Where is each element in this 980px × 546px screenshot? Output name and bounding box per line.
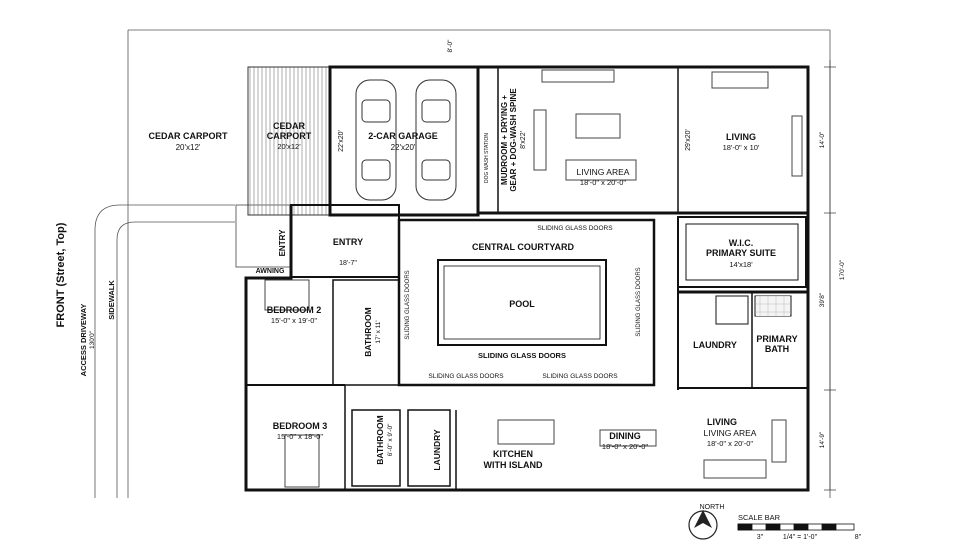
pool-label: POOL [509, 299, 535, 309]
carport-outer-name: CEDAR CARPORT [148, 131, 228, 141]
dining-dim: 18'-0" x 20'-0" [602, 442, 648, 451]
bedroom3-dim: 15'-0" x 18'-0" [277, 432, 323, 441]
sgd-pool-bottom: SLIDING GLASS DOORS [478, 351, 566, 360]
mudroom-dim: 8'x22' [520, 131, 527, 149]
sgd-bottom-left: SLIDING GLASS DOORS [428, 373, 504, 380]
mudroom-line1: MUDROOM + DRYING + [500, 95, 509, 185]
dim-d1: 14'-0" [819, 131, 826, 148]
north-label: NORTH [700, 504, 725, 511]
scale-left: 3" [757, 534, 764, 541]
bathroom-low-dim: 6'-0" x 9'-0" [387, 423, 394, 456]
car-icon [355, 79, 457, 201]
carport-slats [247, 66, 331, 216]
tile-floor [756, 296, 790, 316]
carport-inner-name2: CARPORT [267, 131, 312, 141]
bedroom2-dim: 15'-0" x 19'-0" [271, 316, 317, 325]
sgd-right: SLIDING GLASS DOORS [636, 267, 642, 336]
front-label: FRONT (Street, Top) [55, 222, 67, 327]
mudroom-line2: GEAR + DOG-WASH SPINE [509, 88, 518, 192]
primary-bath-line2: BATH [765, 344, 789, 354]
garage-name: 2-CAR GARAGE [368, 131, 438, 141]
entry-name: ENTRY [333, 237, 363, 247]
access-driveway-dim: 130'0" [89, 330, 96, 349]
bathroom-mid-name: BATHROOM [363, 307, 373, 356]
wic-line2: PRIMARY SUITE [706, 248, 776, 258]
living-low-name: LIVING [707, 417, 737, 427]
bedroom2-name: BEDROOM 2 [267, 305, 322, 315]
living-top-dim: 18'-0" x 10' [723, 143, 760, 152]
furniture [264, 69, 803, 488]
carport-inner-name1: CEDAR [273, 121, 306, 131]
entry-dim: 18'-7" [339, 260, 357, 267]
living-top-name: LIVING [726, 132, 756, 142]
north-arrow-icon [688, 510, 718, 540]
garage-side-dim: 22'x20' [338, 130, 345, 152]
sgd-top: SLIDING GLASS DOORS [537, 225, 613, 232]
building-walls [244, 65, 810, 492]
living-area-top-name: LIVING AREA [577, 167, 630, 177]
carport-outer-dim: 20'x12' [176, 143, 201, 152]
pool-inner [443, 265, 601, 340]
garage-dim: 22'x20' [391, 143, 416, 152]
mudroom-bench: DOG WASH STATION [484, 133, 490, 183]
dining-name: DINING [609, 431, 641, 441]
dim-d3: 39'8" [819, 292, 826, 307]
access-driveway-label: ACCESS DRIVEWAY [79, 304, 88, 377]
awning-label: AWNING [256, 268, 285, 275]
kitchen-line1: KITCHEN [493, 449, 533, 459]
scale-mid: 1/4" = 1'-0" [783, 534, 818, 541]
dim-d4: 14'-9" [819, 431, 826, 448]
living-area-top-dim: 18'-0" x 20'-0" [580, 178, 626, 187]
living-low-dim: 18'-0" x 20'-0" [707, 439, 753, 448]
wic-dim: 14'x18' [729, 260, 753, 269]
scale-right: 8" [855, 534, 862, 541]
scale-bar [737, 523, 855, 531]
dim-d2: 170'-0" [839, 259, 846, 280]
laundry-low-label: LAUNDRY [432, 429, 442, 471]
carport-inner-dim: 20'x12' [277, 142, 301, 151]
primary-bath-line1: PRIMARY [756, 334, 797, 344]
living-top-side-dim: 29'x20' [685, 129, 692, 151]
sidewalk-label: SIDEWALK [107, 280, 116, 320]
sgd-bottom-right: SLIDING GLASS DOORS [542, 373, 618, 380]
bedroom3-name: BEDROOM 3 [273, 421, 328, 431]
sgd-left: SLIDING GLASS DOORS [405, 270, 411, 339]
pool-outline [437, 259, 607, 346]
entry-side-label: ENTRY [278, 229, 287, 256]
kitchen-line2: WITH ISLAND [484, 460, 543, 470]
wic-name: W.I.C. [729, 238, 754, 248]
laundry-right-label: LAUNDRY [693, 340, 737, 350]
dim-top: 8'-0" [447, 39, 454, 53]
bathroom-low-name: BATHROOM [375, 415, 385, 464]
scale-title: SCALE BAR [738, 513, 781, 522]
bathroom-mid-dim: 17' x 11' [375, 320, 382, 343]
courtyard-label: CENTRAL COURTYARD [472, 242, 575, 252]
dimension-chain [824, 60, 836, 491]
living-low-line2: LIVING AREA [704, 428, 757, 438]
